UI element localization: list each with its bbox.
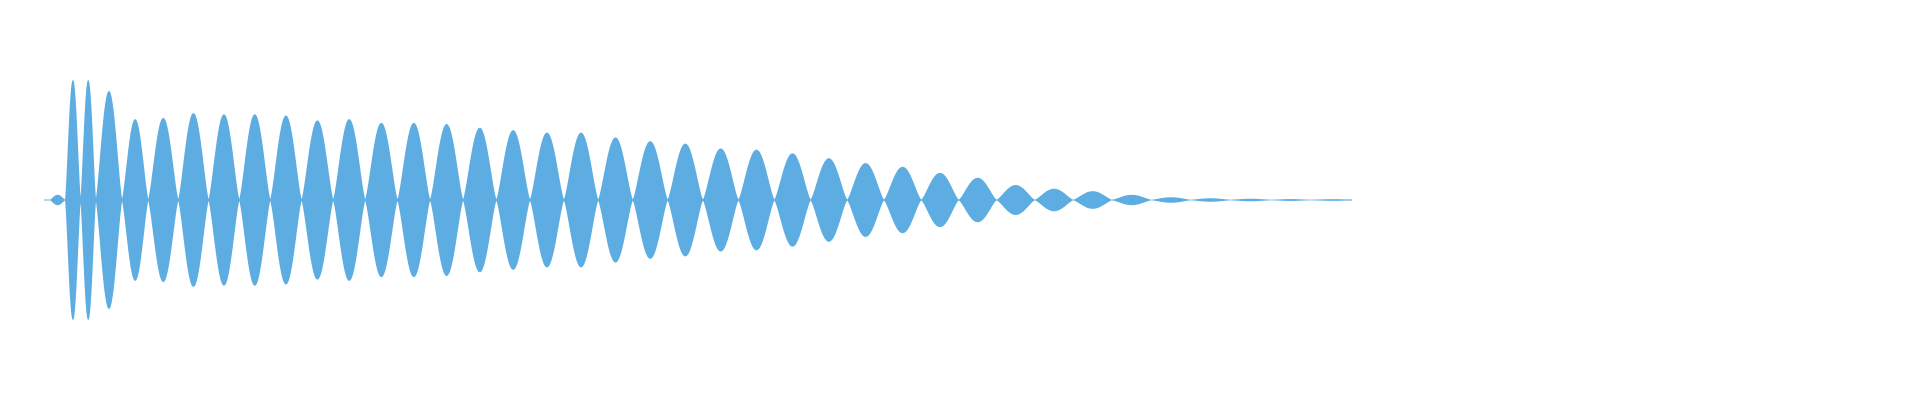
waveform-lobe <box>1112 194 1152 206</box>
waveform-lobe <box>529 132 565 268</box>
waveform-lobe <box>332 119 366 281</box>
waveform-lobe <box>177 113 209 287</box>
waveform-lobe <box>147 117 179 283</box>
waveform-lobe <box>920 172 960 228</box>
waveform-lobe <box>462 127 497 273</box>
waveform-lobe <box>496 130 531 270</box>
waveform-lobe <box>238 114 271 286</box>
waveform-lobe <box>632 141 669 259</box>
waveform-lobe <box>738 149 775 251</box>
waveform-lobe <box>1270 199 1312 201</box>
waveform-lobe <box>846 163 885 237</box>
waveform-lobe <box>301 120 334 280</box>
waveform-lobe <box>597 137 634 263</box>
waveform-lobe <box>269 115 302 285</box>
waveform-lobe <box>995 185 1036 215</box>
waveform-lobe <box>208 114 240 286</box>
waveform-lobe <box>1190 198 1231 202</box>
waveform-lobe <box>121 119 149 281</box>
waveform-lobe <box>1072 191 1114 209</box>
waveform-lobe <box>49 194 67 206</box>
waveform-lobe <box>563 132 599 268</box>
waveform-lobe <box>774 153 811 247</box>
waveform-lobe <box>64 79 81 321</box>
waveform-lobe <box>80 79 97 321</box>
waveform-lobe <box>95 91 123 309</box>
waveform-lobe <box>1230 198 1271 202</box>
waveform-lobe <box>1151 197 1191 203</box>
waveform-lobe <box>702 148 739 252</box>
waveform-lobe <box>364 122 398 278</box>
waveform-lobe <box>429 124 464 276</box>
waveform-lobe <box>667 143 704 257</box>
waveform-lobe <box>883 166 922 234</box>
waveform-lobe <box>1033 188 1075 212</box>
waveform-lobe <box>397 122 431 278</box>
waveform-lobe <box>958 177 998 223</box>
waveform-lobe <box>810 158 848 242</box>
